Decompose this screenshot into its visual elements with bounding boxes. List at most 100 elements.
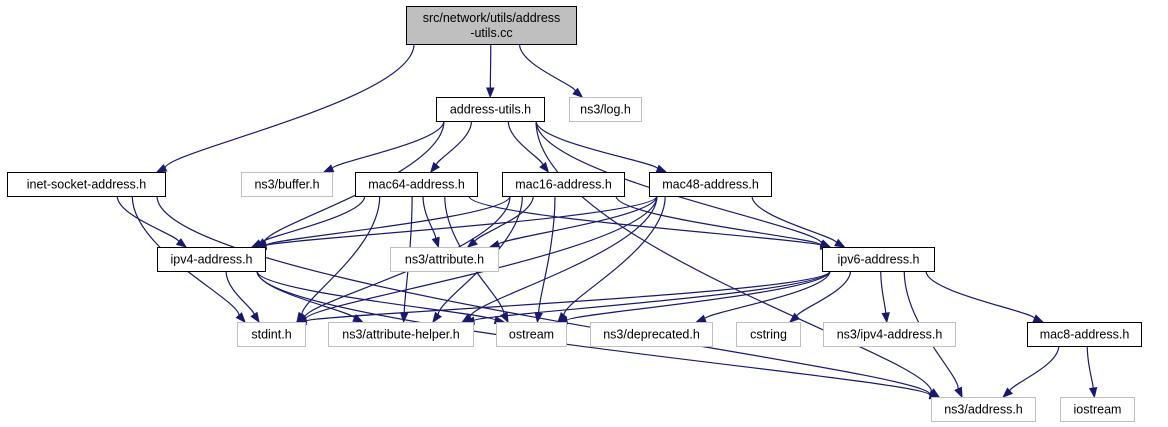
arrowhead xyxy=(539,161,550,174)
arrowhead xyxy=(572,87,584,98)
arrowhead xyxy=(1002,387,1014,398)
edge-line xyxy=(422,195,437,239)
node-label: ostream xyxy=(509,328,554,342)
arrowhead xyxy=(429,161,441,174)
node-label: mac64-address.h xyxy=(368,178,465,192)
node-label: ipv4-address.h xyxy=(171,253,253,267)
node-ns3-ipv4-address: ns3/ipv4-address.h xyxy=(823,322,956,347)
node-box xyxy=(569,97,642,122)
node-ipv4-address[interactable]: ipv4-address.h xyxy=(157,247,266,272)
edge-line xyxy=(116,195,180,243)
node-ns3-attribute-helper: ns3/attribute-helper.h xyxy=(328,322,474,347)
node-box xyxy=(496,322,567,347)
edge-ipv4-address-to-stdint xyxy=(225,270,260,324)
edge-ipv6-address-to-cstring xyxy=(788,270,852,323)
node-box xyxy=(590,322,713,347)
node-mac8-address[interactable]: mac8-address.h xyxy=(1027,322,1142,347)
node-stdint: stdint.h xyxy=(237,322,306,347)
node-box xyxy=(241,172,333,197)
edge-line xyxy=(1009,345,1060,392)
edge-line xyxy=(225,270,255,315)
edge-line xyxy=(473,270,831,322)
node-box xyxy=(502,172,625,197)
edge-line xyxy=(468,195,822,247)
edge-address-utils-to-mac48-address xyxy=(535,120,668,173)
node-root[interactable]: src/network/utils/address-utils.cc xyxy=(406,6,577,45)
node-box xyxy=(1060,397,1135,422)
edge-mac64-address-to-ipv4-address xyxy=(250,195,366,248)
edge-inet-socket-address-to-ipv4-address xyxy=(116,195,188,248)
edge-line xyxy=(474,195,534,242)
node-box xyxy=(823,322,956,347)
arrowhead xyxy=(655,164,668,173)
node-inet-socket-address[interactable]: inet-socket-address.h xyxy=(7,172,166,197)
arrowhead xyxy=(534,312,543,324)
node-box xyxy=(1027,322,1142,347)
edge-ipv6-address-to-ns3-attribute-helper xyxy=(463,270,831,325)
node-cstring: cstring xyxy=(736,322,801,347)
edge-line xyxy=(164,43,415,169)
edge-address-utils-to-mac16-address xyxy=(507,120,550,174)
edge-line xyxy=(305,270,831,322)
edge-line xyxy=(301,195,381,315)
edge-ipv6-address-to-mac8-address xyxy=(925,270,1045,323)
arrowhead xyxy=(954,386,963,399)
node-label: stdint.h xyxy=(251,328,291,342)
edge-line xyxy=(265,195,658,247)
arrowhead xyxy=(486,87,495,99)
arrowhead xyxy=(431,236,440,249)
node-ns3-deprecated: ns3/deprecated.h xyxy=(590,322,713,347)
node-label: ns3/address.h xyxy=(944,403,1023,417)
edge-root-to-address-utils xyxy=(486,43,495,99)
node-address-utils[interactable]: address-utils.h xyxy=(436,97,545,122)
node-mac16-address[interactable]: mac16-address.h xyxy=(502,172,625,197)
arrowhead xyxy=(175,237,188,248)
node-ostream: ostream xyxy=(496,322,567,347)
edge-mac64-address-to-ns3-attribute xyxy=(422,195,440,249)
edge-line xyxy=(751,195,838,244)
node-label: src/network/utils/address xyxy=(423,11,561,25)
node-label: mac8-address.h xyxy=(1040,328,1130,342)
node-mac64-address[interactable]: mac64-address.h xyxy=(355,172,478,197)
arrowhead xyxy=(352,314,364,323)
edge-line xyxy=(256,270,356,319)
edge-root-to-inet-socket-address xyxy=(155,43,415,173)
node-box xyxy=(822,247,935,272)
arrowhead xyxy=(881,312,890,324)
node-label: mac48-address.h xyxy=(662,178,759,192)
node-label: ns3/attribute-helper.h xyxy=(342,328,459,342)
edge-line xyxy=(704,270,831,320)
node-label: ipv6-address.h xyxy=(838,253,920,267)
node-ipv6-address[interactable]: ipv6-address.h xyxy=(822,247,935,272)
arrowhead xyxy=(499,311,509,324)
node-mac48-address[interactable]: mac48-address.h xyxy=(649,172,772,197)
edge-mac64-address-to-stdint xyxy=(296,195,381,324)
node-label: iostream xyxy=(1074,403,1122,417)
node-ns3-address: ns3/address.h xyxy=(931,397,1036,422)
node-box xyxy=(355,172,478,197)
node-box xyxy=(931,397,1036,422)
node-label: ns3/attribute.h xyxy=(405,253,484,267)
node-label: ns3/ipv4-address.h xyxy=(837,328,943,342)
node-label: address-utils.h xyxy=(450,103,531,117)
node-label: -utils.cc xyxy=(470,26,512,40)
node-ns3-buffer: ns3/buffer.h xyxy=(241,172,333,197)
node-box xyxy=(736,322,801,347)
edge-root-to-ns3-log xyxy=(518,43,584,98)
arrowhead xyxy=(788,312,800,323)
node-label: inet-socket-address.h xyxy=(27,178,147,192)
node-box xyxy=(390,247,499,272)
edge-inet-socket-address-to-ns3-address xyxy=(156,195,941,399)
edge-mac8-address-to-ns3-address xyxy=(1002,345,1060,398)
edge-line xyxy=(304,195,658,320)
node-label: mac16-address.h xyxy=(515,178,612,192)
arrowhead xyxy=(155,163,168,173)
node-label: ns3/deprecated.h xyxy=(603,328,700,342)
edge-line xyxy=(563,195,666,316)
edge-mac16-address-to-ns3-attribute xyxy=(466,195,534,248)
edge-line xyxy=(1086,345,1094,389)
edge-line xyxy=(615,195,822,246)
node-box xyxy=(406,6,577,45)
arrowhead xyxy=(695,314,707,323)
edge-line xyxy=(925,270,1036,319)
